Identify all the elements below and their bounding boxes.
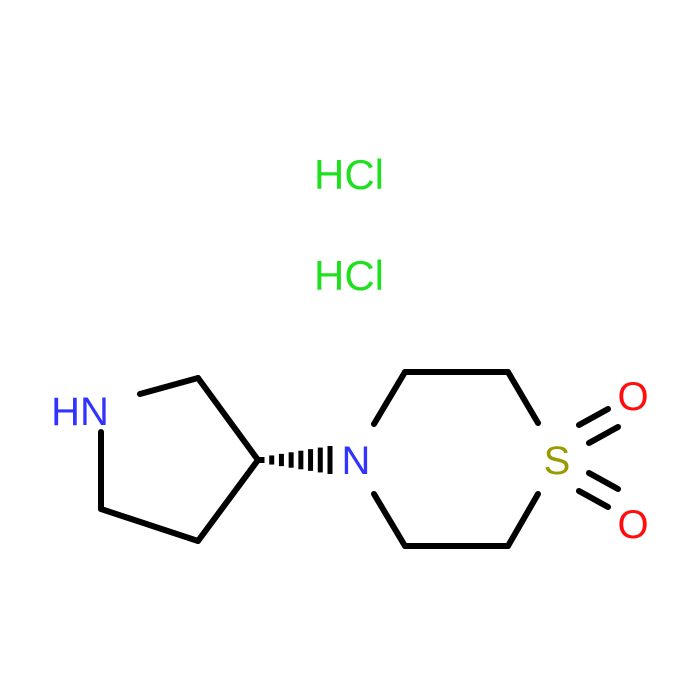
bond-nh-c2: [137, 375, 201, 397]
bond-c2-c3: [195, 375, 261, 463]
nh-atom-label: HN: [51, 390, 109, 434]
hashed-wedge-bond: [259, 446, 333, 474]
bond-c-n-lower: [371, 491, 408, 549]
bond-c4-c5: [98, 506, 201, 544]
o-atom-label-upper: O: [617, 375, 648, 419]
bond-s-o-upper-a: [576, 406, 611, 428]
sulfonyl-double-bonds: [576, 406, 621, 510]
hcl-label-1: HCl: [314, 151, 384, 198]
bond-c-s-upper: [505, 369, 541, 426]
hcl-label-2: HCl: [314, 252, 384, 299]
s-atom-label: S: [544, 439, 571, 483]
bond-s-o-upper-b: [586, 424, 621, 446]
n-atom-label: N: [342, 439, 371, 483]
pyrrolidine-ring: [98, 375, 261, 544]
thiomorpholine-ring: [371, 369, 541, 549]
bond-s-c-lower: [505, 491, 541, 549]
o-atom-label-lower: O: [617, 503, 648, 547]
bond-c3-c4: [195, 457, 261, 544]
bond-n-c-upper: [371, 369, 408, 427]
bond-s-o-lower-a: [586, 470, 621, 492]
bond-s-o-lower-b: [576, 488, 611, 510]
